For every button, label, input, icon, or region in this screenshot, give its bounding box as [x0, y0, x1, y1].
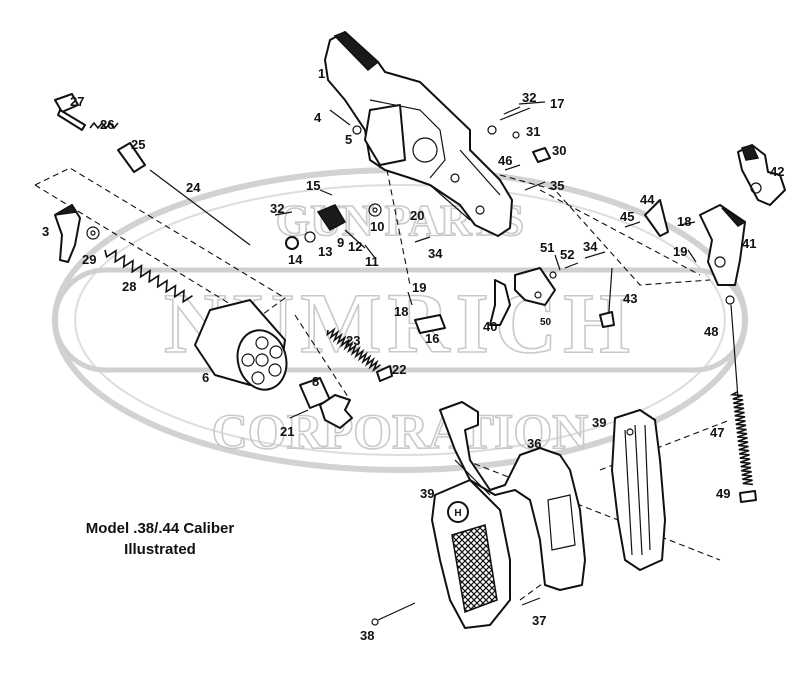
cylinder-part	[194, 299, 288, 391]
left-grip-panel: H	[431, 479, 511, 629]
watermark-bottom-text: CORPORATION	[212, 403, 589, 459]
part-label-39a: 39	[420, 486, 434, 501]
part-label-52: 52	[560, 247, 574, 262]
part-label-27: 27	[70, 94, 84, 109]
part-label-18a: 18	[394, 304, 408, 319]
part-label-34a: 34	[428, 246, 443, 261]
grip-screw-and-pin	[371, 597, 541, 626]
caption-model-line: Model .38/.44 Caliber	[85, 520, 235, 537]
part-label-25: 25	[131, 137, 145, 152]
part-label-21: 21	[280, 424, 294, 439]
part-label-42: 42	[770, 164, 784, 179]
part-label-32a: 32	[522, 90, 536, 105]
part-label-5: 5	[345, 132, 352, 147]
part-label-40: 40	[483, 319, 497, 334]
part-label-19b: 19	[673, 244, 687, 259]
center-pin-spring	[326, 327, 393, 382]
part-label-26: 26	[100, 117, 114, 132]
thumbpiece-group	[274, 109, 382, 259]
hammer-part	[737, 144, 786, 206]
part-label-29: 29	[82, 252, 96, 267]
part-label-20: 20	[410, 208, 424, 223]
small-parts-right	[407, 107, 551, 334]
part-label-16: 16	[425, 331, 439, 346]
part-label-3: 3	[42, 224, 49, 239]
part-label-4: 4	[314, 110, 322, 125]
ejector-rod-part	[117, 142, 251, 246]
part-label-12: 12	[348, 239, 362, 254]
part-label-51: 51	[540, 240, 554, 255]
part-label-14: 14	[288, 252, 303, 267]
part-label-43: 43	[623, 291, 637, 306]
part-label-48: 48	[704, 324, 718, 339]
part-label-1: 1	[318, 66, 325, 81]
part-label-10: 10	[370, 219, 384, 234]
cylinder-spring	[104, 249, 193, 304]
watermark: GUN PARTS NUMRICH CORPORATION	[52, 167, 748, 473]
part-label-47: 47	[710, 425, 724, 440]
part-label-23: 23	[346, 333, 360, 348]
leader-lines	[503, 101, 546, 115]
part-label-17: 17	[550, 96, 564, 111]
extractor-part	[289, 377, 353, 429]
part-label-45: 45	[620, 209, 634, 224]
part-label-44: 44	[640, 192, 655, 207]
part-label-8: 8	[312, 374, 319, 389]
part-label-15: 15	[306, 178, 320, 193]
right-grip-panel	[611, 409, 666, 571]
side-plate-part	[364, 104, 406, 166]
part-label-32b: 32	[270, 201, 284, 216]
part-label-9: 9	[337, 235, 344, 250]
part-label-19a: 19	[412, 280, 426, 295]
part-label-41: 41	[742, 236, 756, 251]
part-label-35: 35	[550, 178, 564, 193]
part-label-11: 11	[365, 254, 379, 269]
part-label-13: 13	[318, 244, 332, 259]
caption-illustrated-line: Illustrated	[124, 541, 196, 558]
frame-part	[324, 31, 513, 237]
part-label-46: 46	[498, 153, 512, 168]
part-label-24: 24	[186, 180, 201, 195]
mainspring-assembly	[725, 295, 757, 503]
small-parts-left	[54, 93, 119, 263]
diagram-caption: Model .38/.44 Caliber Illustrated	[60, 518, 260, 560]
part-label-49: 49	[716, 486, 730, 501]
part-label-6: 6	[202, 370, 209, 385]
part-label-37: 37	[532, 613, 546, 628]
part-label-28: 28	[122, 279, 136, 294]
svg-text:H: H	[454, 508, 461, 519]
part-label-34b: 34	[583, 239, 598, 254]
part-label-22: 22	[392, 362, 406, 377]
part-label-39b: 39	[592, 415, 606, 430]
part-label-30: 30	[552, 143, 566, 158]
part-label-18b: 18	[677, 214, 691, 229]
part-labels: 1 3 4 5 6 8 9 10 11 12 13 14 15 16 17 18…	[42, 66, 784, 643]
part-label-36: 36	[527, 436, 541, 451]
lock-parts-group	[489, 199, 697, 328]
trigger-part	[699, 204, 747, 286]
part-label-50: 50	[540, 317, 552, 328]
grip-frame-part	[439, 401, 586, 591]
part-label-31: 31	[526, 124, 540, 139]
part-label-38: 38	[360, 628, 374, 643]
